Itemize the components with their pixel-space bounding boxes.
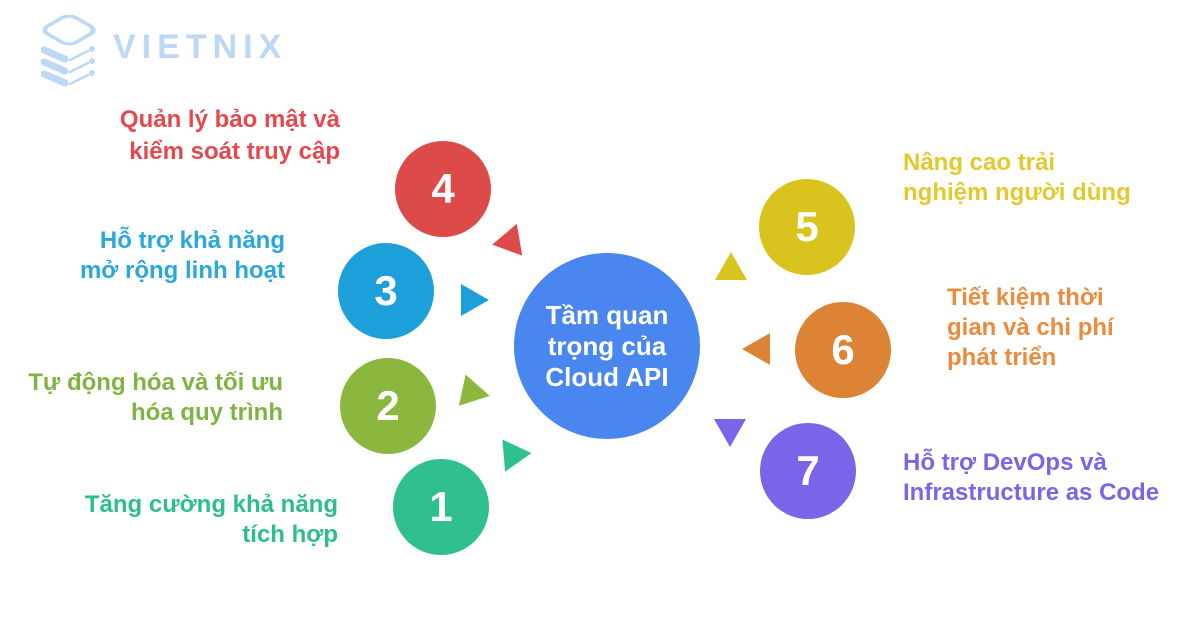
label-line: Hỗ trợ DevOps và	[903, 449, 1107, 476]
item-circle-4: 4	[395, 141, 491, 237]
item-label-5: Nâng cao trải nghiệm người dùng	[903, 148, 1131, 208]
center-title-line: trọng của	[547, 330, 667, 361]
label-line: tích hợp	[242, 521, 338, 548]
label-line: kiểm soát truy cập	[129, 138, 340, 165]
arrow-icon-6	[742, 333, 770, 365]
center-topic-title: Tầm quan trọng của Cloud API	[545, 300, 668, 393]
item-label-6: Tiết kiệm thời gian và chi phí phát triể…	[947, 283, 1114, 373]
item-label-2: Tự động hóa và tối ưu hóa quy trình	[28, 368, 283, 428]
label-line: Tiết kiệm thời	[947, 284, 1104, 311]
label-line: Tự động hóa và tối ưu	[28, 369, 283, 396]
item-circle-7: 7	[760, 423, 856, 519]
item-number-5: 5	[795, 203, 819, 250]
item-circle-5: 5	[759, 179, 855, 275]
item-number-1: 1	[429, 483, 453, 530]
arrow-icon-1	[490, 439, 532, 479]
label-line: hóa quy trình	[131, 399, 283, 426]
arrow-icon-4	[492, 218, 532, 256]
item-label-7: Hỗ trợ DevOps và Infrastructure as Code	[903, 448, 1159, 508]
label-line: nghiệm người dùng	[903, 179, 1131, 206]
arrow-icon-7	[714, 419, 746, 447]
label-line: Tăng cường khả năng	[84, 491, 338, 518]
item-number-2: 2	[376, 382, 400, 429]
label-line: phát triển	[947, 344, 1057, 371]
brand-name: VIETNIX	[113, 28, 288, 66]
label-line: Nâng cao trải	[903, 149, 1056, 176]
brand-logo: VIETNIX	[33, 10, 281, 90]
item-circle-3: 3	[338, 243, 434, 339]
item-label-3: Hỗ trợ khả năng mở rộng linh hoạt	[80, 226, 285, 286]
center-topic-circle: Tầm quan trọng của Cloud API	[514, 253, 700, 439]
center-title-line: Tầm quan	[545, 299, 669, 330]
item-number-7: 7	[796, 447, 820, 494]
label-line: Infrastructure as Code	[903, 479, 1160, 506]
center-title-line: Cloud API	[545, 361, 669, 392]
item-number-3: 3	[374, 267, 398, 314]
arrow-icon-2	[458, 374, 494, 412]
item-circle-6: 6	[795, 302, 891, 398]
arrow-icon-3	[461, 284, 489, 316]
label-line: Quản lý bảo mật và	[119, 106, 340, 133]
vietnix-stack-icon	[40, 14, 96, 87]
item-circle-2: 2	[340, 358, 436, 454]
label-line: mở rộng linh hoạt	[79, 257, 285, 284]
item-number-4: 4	[431, 165, 455, 212]
item-label-4: Quản lý bảo mật và kiểm soát truy cập	[120, 104, 340, 168]
item-circle-1: 1	[393, 459, 489, 555]
label-line: Hỗ trợ khả năng	[99, 227, 285, 254]
arrow-icon-5	[715, 252, 747, 280]
label-line: gian và chi phí	[947, 314, 1114, 341]
item-label-1: Tăng cường khả năng tích hợp	[85, 490, 338, 550]
item-number-6: 6	[831, 326, 855, 373]
